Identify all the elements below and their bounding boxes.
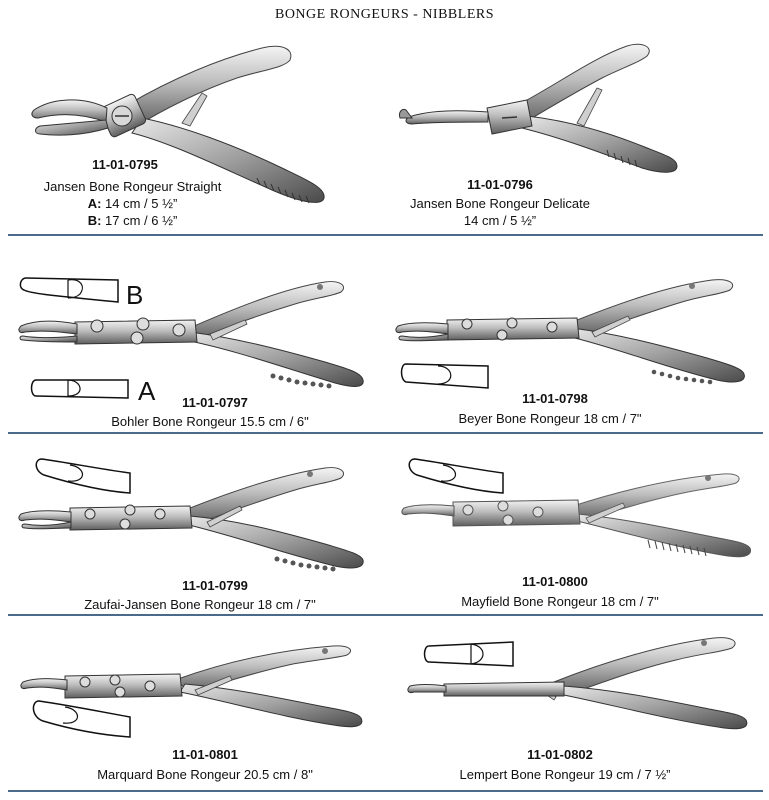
product-code: 11-01-0801: [172, 747, 238, 762]
tip-diagram: [25, 697, 140, 741]
product-name: Jansen Bone Rongeur Straight: [43, 179, 222, 194]
zaufai-jansen-rongeur-image: [15, 460, 370, 580]
section-divider: [8, 234, 763, 236]
size-line-b: B: 17 cm / 6 ½”: [20, 213, 245, 228]
product-code: 11-01-0797: [182, 395, 248, 410]
product-code: 11-01-0799: [182, 578, 248, 593]
tip-diagram-a: A: [28, 370, 178, 406]
product-code: 11-01-0800: [522, 574, 588, 589]
size-label: A:: [87, 196, 102, 211]
section-divider: [8, 432, 763, 434]
marquard-rongeur-image: [15, 636, 370, 736]
tip-label-a: A: [138, 376, 156, 406]
tip-diagram: [398, 358, 508, 394]
section-divider: [8, 614, 763, 616]
product-code: 11-01-0798: [522, 391, 588, 406]
section-divider: [8, 790, 763, 792]
tip-diagram-b: B: [18, 274, 178, 310]
product-size: 14 cm / 5 ½”: [463, 213, 537, 228]
tip-diagram: [30, 455, 140, 499]
size-value: 17 cm / 6 ½”: [101, 213, 178, 228]
product-code: 11-01-0795: [92, 157, 158, 172]
mayfield-rongeur-image: [398, 468, 758, 568]
size-line-a: A: 14 cm / 5 ½”: [20, 196, 245, 211]
tip-diagram: [421, 638, 521, 670]
product-name: Marquard Bone Rongeur 20.5 cm / 8": [97, 767, 313, 782]
product-name: Zaufai-Jansen Bone Rongeur 18 cm / 7": [84, 597, 316, 612]
beyer-rongeur-image: [392, 272, 752, 392]
lempert-rongeur-image: [404, 630, 759, 740]
product-name: Lempert Bone Rongeur 19 cm / 7 ½”: [459, 767, 671, 782]
bohler-rongeur-image: [15, 268, 370, 398]
page-title: BONGE RONGEURS - NIBBLERS: [274, 7, 494, 22]
product-name: Jansen Bone Rongeur Delicate: [410, 196, 590, 211]
jansen-delicate-rongeur-image: [392, 38, 692, 178]
size-label: B:: [87, 213, 102, 228]
product-name: Mayfield Bone Rongeur 18 cm / 7": [461, 594, 659, 609]
product-code: 11-01-0796: [467, 177, 533, 192]
size-value: 14 cm / 5 ½”: [101, 196, 178, 211]
product-code: 11-01-0802: [527, 747, 593, 762]
tip-label-b: B: [126, 280, 143, 310]
product-name: Beyer Bone Rongeur 18 cm / 7": [458, 411, 642, 426]
product-name: Bohler Bone Rongeur 15.5 cm / 6": [111, 414, 309, 429]
jansen-straight-rongeur-image: [22, 38, 352, 213]
tip-diagram: [403, 455, 513, 499]
